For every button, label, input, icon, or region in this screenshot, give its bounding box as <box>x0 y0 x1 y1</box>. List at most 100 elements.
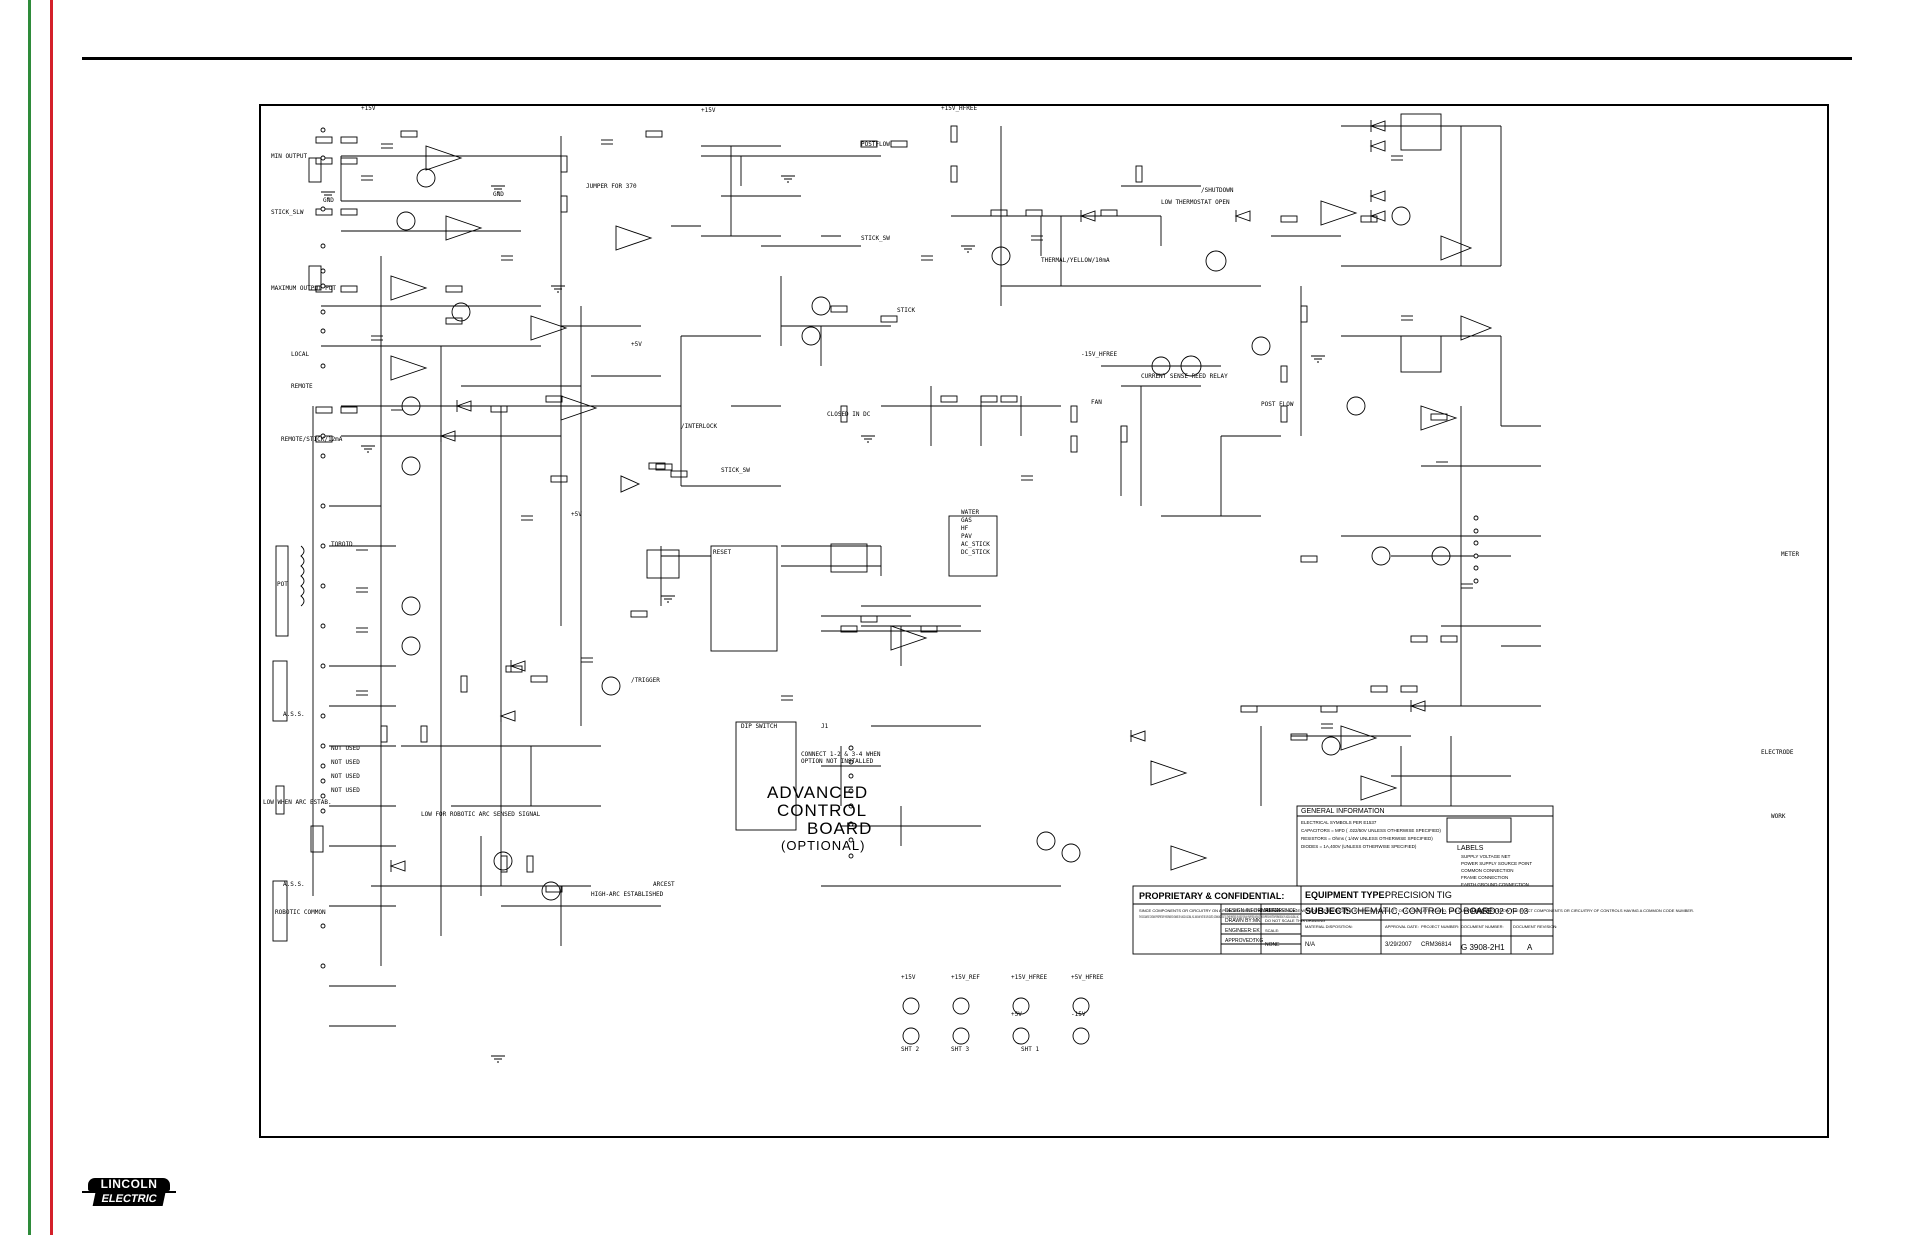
label-toroid: TOROID <box>331 541 353 548</box>
label-remote-stick: REMOTE/STICK/12mA <box>281 436 343 443</box>
do-not-scale: DO NOT SCALE THIS DRAWING <box>1265 918 1325 923</box>
transistors <box>396 168 1451 901</box>
board-line1: ADVANCED <box>767 783 868 802</box>
material-value: N/A <box>1305 942 1315 948</box>
label-reset: RESET <box>713 549 731 556</box>
doc-number-label: DOCUMENT NUMBER: <box>1461 924 1504 929</box>
legend-supply: SUPPLY VOLTAGE NET <box>1461 854 1511 859</box>
general-info-header: GENERAL INFORMATION <box>1301 808 1385 815</box>
left-red-rule <box>50 0 53 1235</box>
label-post-flow-2: POST FLOW <box>1261 401 1294 408</box>
drawn-by-value: MK <box>1253 918 1261 924</box>
capacitors <box>356 139 1473 729</box>
wiring <box>312 125 1541 1027</box>
scale-label: SCALE: <box>1265 928 1279 933</box>
label-meter: METER <box>1781 551 1799 558</box>
net-p15-arc-bottom: +15V_HFREE <box>1011 974 1048 981</box>
diodes <box>389 120 1426 872</box>
op-amps <box>390 145 1493 871</box>
board-line2: CONTROL <box>777 801 867 820</box>
label-fan: FAN <box>1091 399 1102 406</box>
lincoln-electric-logo: LINCOLN ELECTRIC <box>82 1178 176 1211</box>
general-info-line4: DIODES = 1A,400V (UNLESS OTHERWISE SPECI… <box>1301 844 1417 849</box>
label-stick: STICK <box>897 307 915 314</box>
connector-pins <box>320 127 1479 969</box>
legend-power: POWER SUPPLY SOURCE POINT <box>1461 861 1532 866</box>
label-postflow: POSTFLOW <box>861 141 890 148</box>
label-remote: REMOTE <box>291 383 313 390</box>
label-high-arc: HIGH-ARC ESTABLISHED <box>591 891 664 898</box>
doc-revision-label: DOCUMENT REVISION: <box>1513 924 1557 929</box>
label-work: WORK <box>1771 813 1786 820</box>
schematic-sheet: PROPRIETARY & CONFIDENTIAL: EQUIPMENT TY… <box>259 104 1829 1138</box>
legend-earth: EARTH GROUND CONNECTION <box>1461 882 1529 887</box>
net-n15-bottom: -15V <box>1071 1011 1086 1018</box>
net-gnd-2: GND <box>493 191 504 198</box>
notice-text: SINCE COMPONENTS OR CIRCUITRY ON A PRINT… <box>1139 908 1694 913</box>
label-shutdown: /SHUTDOWN <box>1201 187 1234 194</box>
net-p15-arc: +15V_HFREE <box>941 106 978 112</box>
logo-lincoln: LINCOLN <box>88 1178 170 1191</box>
net-p5-bottom: +5V <box>1011 1011 1022 1018</box>
label-low-when-arc: LOW WHEN ARC ESTAB. <box>263 799 332 806</box>
label-jumper: JUMPER FOR 370 <box>586 183 637 190</box>
net-p5-arc: +5V_HFREE <box>1071 974 1104 981</box>
label-ass: A.S.S. <box>283 711 305 718</box>
label-pav: PAV <box>961 533 972 540</box>
general-info-line2: CAPACITORS = MFD ( .022/50V UNLESS OTHER… <box>1301 828 1441 833</box>
board-line3: BOARD <box>807 819 872 838</box>
net-n15-arc: -15V_HFREE <box>1081 351 1118 358</box>
document-revision: A <box>1527 943 1533 952</box>
label-electrode: ELECTRODE <box>1761 749 1794 756</box>
labels-header: LABELS <box>1457 845 1484 852</box>
label-gas: GAS <box>961 517 972 524</box>
net-p15-1: +15V <box>361 106 376 112</box>
reference-label: REFERENCE: <box>1265 908 1297 914</box>
net-sht2: SHT 2 <box>901 1046 919 1053</box>
net-p15v-ref: +15V_REF <box>951 974 980 981</box>
label-ac-stick: AC_STICK <box>961 541 990 548</box>
logo-electric: ELECTRIC <box>92 1193 166 1206</box>
material-label: MATERIAL DISPOSITION: <box>1305 924 1353 929</box>
schematic-labels: PROPRIETARY & CONFIDENTIAL: EQUIPMENT TY… <box>263 106 1799 1053</box>
scale-value: NONE <box>1265 942 1280 948</box>
left-devices <box>272 157 324 942</box>
label-min-output: MIN OUTPUT <box>271 153 308 160</box>
board-note-1: CONNECT 1-2 & 3-4 WHEN <box>801 751 881 758</box>
label-trigger: /TRIGGER <box>631 677 660 684</box>
document-number: G 3908-2H1 <box>1461 943 1505 952</box>
label-robotic-common: ROBOTIC COMMON <box>275 909 326 916</box>
ground-symbols <box>321 175 1325 1063</box>
label-not-used-2: NOT USED <box>331 759 360 766</box>
approval-date: 3/29/2007 <box>1385 942 1412 948</box>
legend-frame: FRAME CONNECTION <box>1461 875 1508 880</box>
label-thermal: THERMAL/YELLOW/10mA <box>1041 257 1110 264</box>
approval-date-label: APPROVAL DATE: <box>1385 924 1419 929</box>
general-info-line1: ELECTRICAL SYMBOLS PER E1537 <box>1301 820 1377 825</box>
label-not-used-1: NOT USED <box>331 745 360 752</box>
subject-value: SCHEMATIC, CONTROL PC BOARD <box>1345 906 1496 916</box>
label-stick-sw: STICK_SW <box>721 467 750 474</box>
approved-label: APPROVED: <box>1225 938 1254 944</box>
header-rule <box>82 57 1852 60</box>
logo-rule <box>82 1191 176 1193</box>
left-green-rule <box>28 0 31 1235</box>
label-low-robotic: LOW FOR ROBOTIC ARC SENSED SIGNAL <box>421 811 541 818</box>
equipment-value: PRECISION TIG <box>1385 890 1452 900</box>
dip-switch-label: DIP SWITCH <box>741 723 778 730</box>
label-current-sense: CURRENT SENSE REED RELAY <box>1141 373 1228 380</box>
bottom-nets <box>902 997 1090 1045</box>
title-block <box>1132 805 1554 955</box>
label-not-used-4: NOT USED <box>331 787 360 794</box>
design-info-label: DESIGN INFORMATION <box>1225 908 1281 914</box>
label-local: LOCAL <box>291 351 309 358</box>
label-dc-stick: DC_STICK <box>961 549 990 556</box>
net-p5-2: +5V <box>571 511 582 518</box>
drawn-by-label: DRAWN BY: <box>1225 918 1253 924</box>
label-interlock: /INTERLOCK <box>681 423 718 430</box>
label-pot: POT <box>277 581 288 588</box>
project-label: PROJECT NUMBER: <box>1421 924 1459 929</box>
net-p15-bottom: +15V <box>901 974 916 981</box>
proprietary-label: PROPRIETARY & CONFIDENTIAL: <box>1139 891 1284 901</box>
label-low-thermostat: LOW THERMOSTAT OPEN <box>1161 199 1230 206</box>
